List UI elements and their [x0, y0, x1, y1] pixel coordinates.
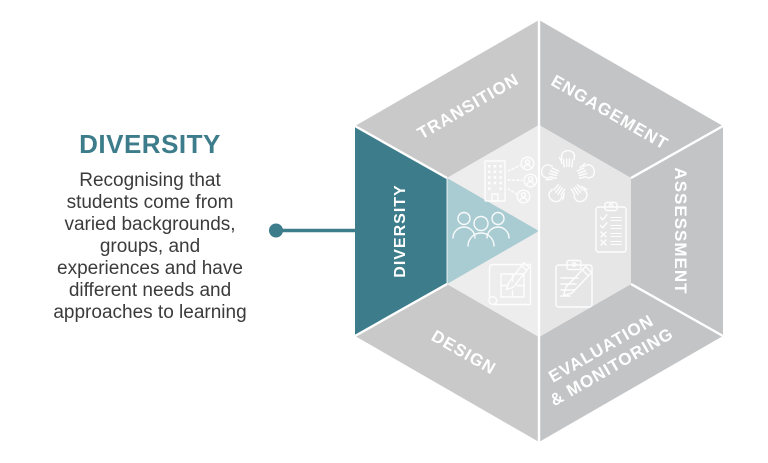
- segment-assessment-label: ASSESSMENT: [671, 167, 690, 294]
- panel-title: DIVERSITY: [79, 129, 221, 159]
- diversity-text-panel: DIVERSITY Recognising that students come…: [25, 128, 275, 324]
- blueprint-pencil-icon: [488, 261, 532, 306]
- description-line: different needs and: [68, 280, 232, 301]
- segment-design-shape: [355, 284, 539, 442]
- description-line: experiences and have: [57, 258, 243, 279]
- hands-together-icon: [538, 149, 597, 206]
- segment-engagement-shape: [539, 20, 723, 178]
- segment-evaluation-shape: [539, 284, 723, 442]
- segment-divider-lines: [354, 20, 724, 442]
- people-group-icon: [452, 211, 510, 247]
- segment-transition-shape: [355, 20, 539, 178]
- callout-connector: [269, 223, 357, 238]
- callout-dot: [269, 223, 283, 238]
- description-line: groups, and: [99, 236, 201, 257]
- building-windows: [488, 165, 502, 190]
- segment-diversity-shape: [355, 126, 447, 336]
- clipboard-pencil-icon: [555, 259, 593, 308]
- building-network-icon: [484, 156, 538, 204]
- description-line: students come from: [66, 192, 234, 213]
- checklist-clipboard-icon: [595, 201, 627, 253]
- segment-diversity-label: DIVERSITY: [392, 184, 409, 277]
- description-line: Recognising that: [79, 170, 221, 191]
- description-line: approaches to learning: [53, 302, 247, 323]
- description-line: varied backgrounds,: [64, 214, 236, 235]
- panel-description: Recognising that students come from vari…: [25, 170, 275, 324]
- segment-assessment-shape: [631, 126, 723, 336]
- diversity-wedge-triangle: [447, 178, 539, 284]
